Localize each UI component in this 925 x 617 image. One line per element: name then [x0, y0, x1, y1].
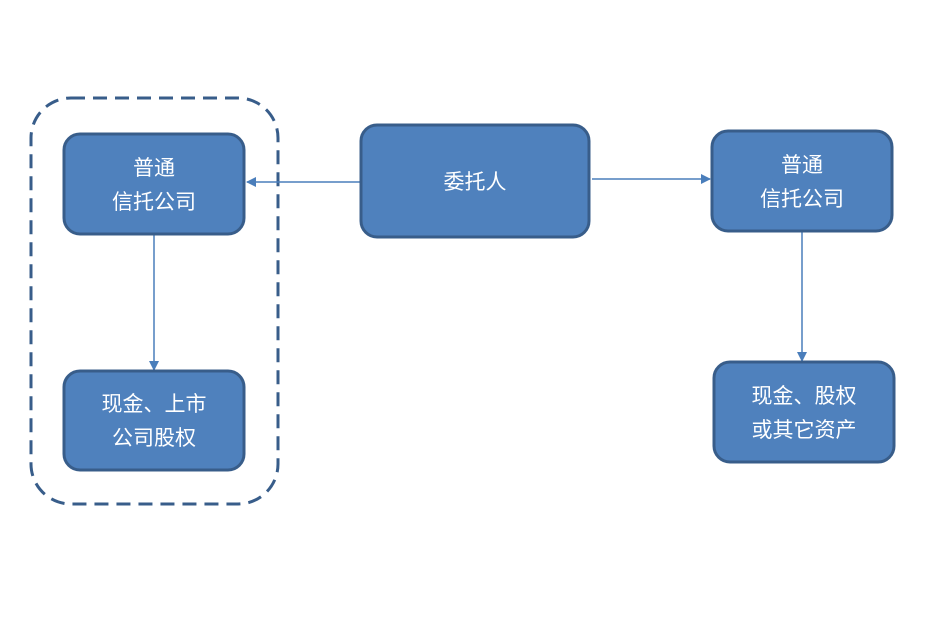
- node-right-trust: 普通 信托公司: [710, 129, 894, 233]
- node-left-trust-label-line2: 信托公司: [112, 190, 196, 214]
- node-left-trust-box: [62, 132, 246, 236]
- node-right-assets-label-line1: 现金、股权: [752, 384, 857, 408]
- node-left-assets: 现金、上市 公司股权: [62, 369, 246, 472]
- node-right-trust-label-line2: 信托公司: [760, 187, 844, 211]
- node-right-assets-box: [712, 360, 896, 464]
- node-left-assets-label-line2: 公司股权: [112, 426, 196, 450]
- node-left-trust-label-line1: 普通: [133, 156, 175, 180]
- node-right-trust-box: [710, 129, 894, 233]
- node-settlor-label: 委托人: [444, 170, 507, 194]
- node-settlor-box: [359, 123, 591, 239]
- node-left-assets-box: [62, 369, 246, 472]
- node-left-assets-label-line1: 现金、上市: [102, 392, 207, 416]
- node-left-trust: 普通 信托公司: [62, 132, 246, 236]
- node-settlor: 委托人: [359, 123, 591, 239]
- node-right-assets: 现金、股权 或其它资产: [712, 360, 896, 464]
- node-right-assets-label-line2: 或其它资产: [752, 418, 857, 442]
- node-right-trust-label-line1: 普通: [781, 153, 823, 177]
